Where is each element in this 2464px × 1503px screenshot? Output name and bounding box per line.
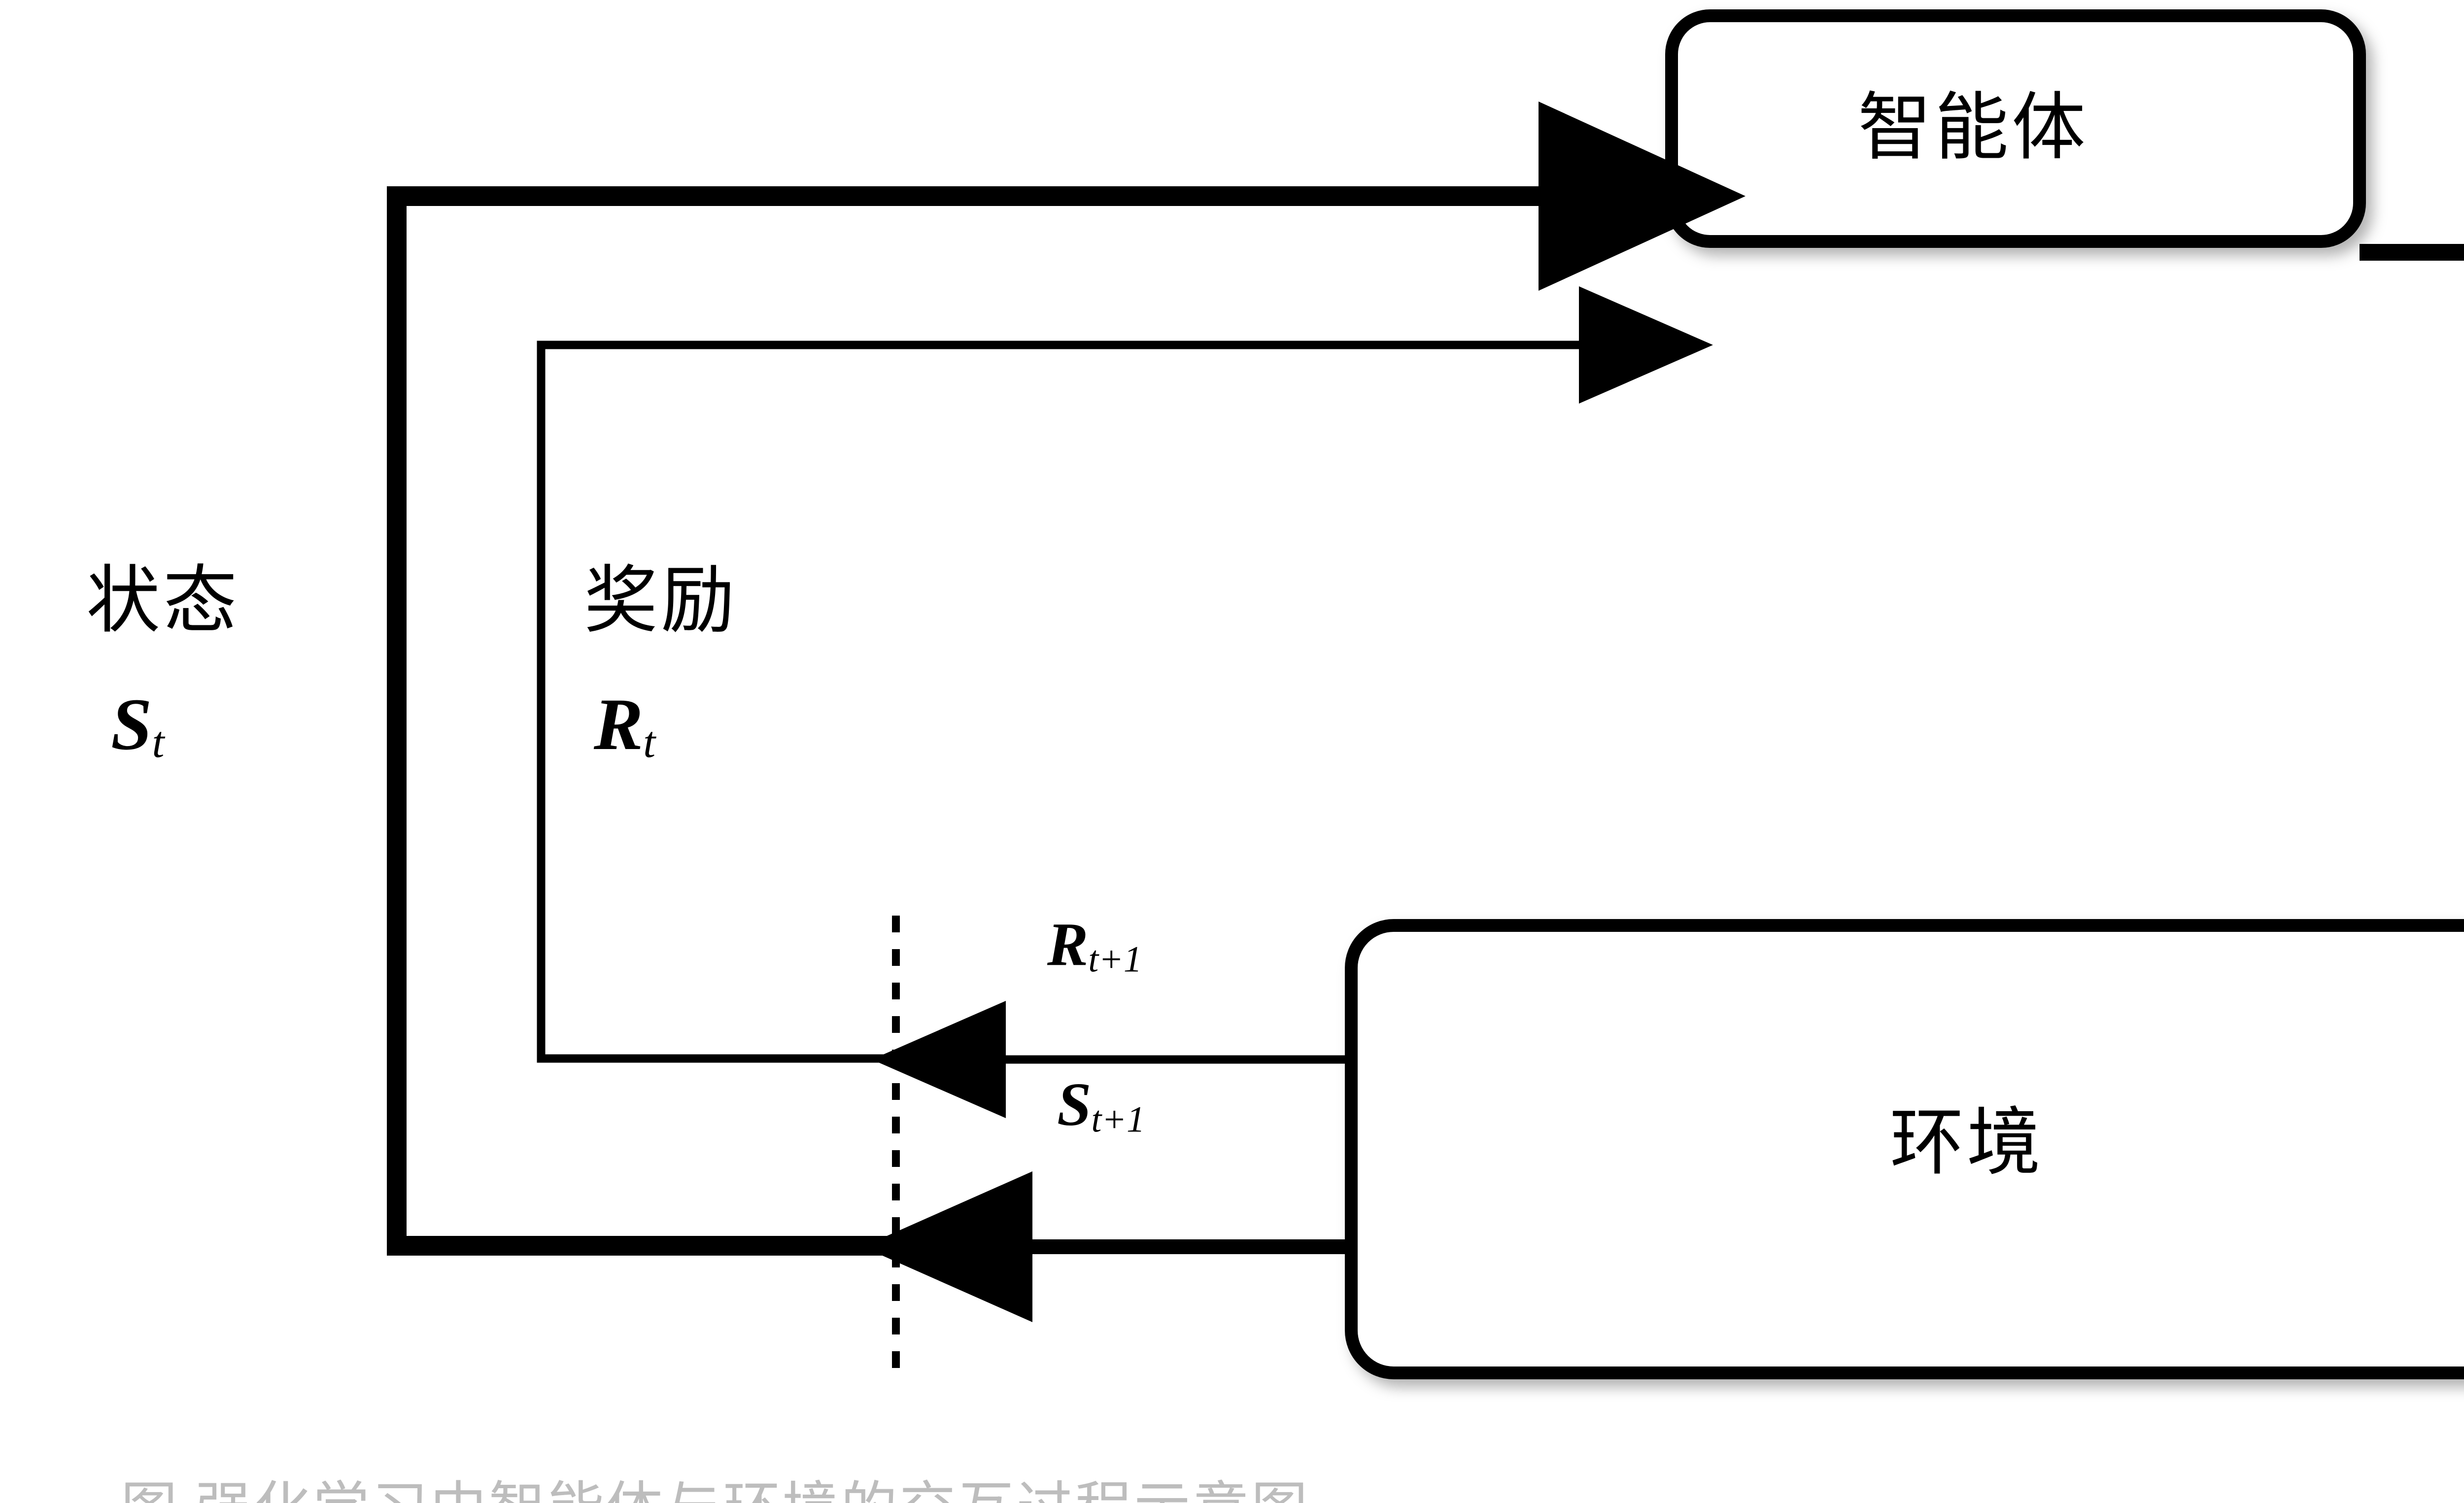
reward-symbol-base: R — [594, 683, 644, 765]
environment-node[interactable] — [1345, 919, 2464, 1379]
state-next-symbol: St+1 — [1057, 1074, 1145, 1138]
state-symbol-base: S — [111, 683, 152, 765]
edge-reward-feedback — [537, 286, 1713, 1063]
state-next-symbol-base: S — [1057, 1071, 1092, 1139]
reward-next-symbol: Rt+1 — [1047, 914, 1142, 978]
reward-next-symbol-base: R — [1047, 911, 1089, 979]
state-label: 状态 — [86, 560, 240, 642]
figure-caption: 图 强化学习中智能体与环境的交互过程示意图 — [121, 1463, 1310, 1503]
environment-label: 环境 — [1890, 1102, 2044, 1184]
reward-symbol-subscript: t — [643, 718, 656, 767]
state-symbol: St — [111, 687, 164, 765]
reward-label: 奖励 — [584, 560, 738, 642]
edge-state-feedback — [387, 102, 1746, 1256]
reward-symbol: Rt — [594, 687, 655, 765]
reward-next-symbol-subscript: t+1 — [1088, 939, 1142, 980]
agent-label: 智能体 — [1858, 87, 2089, 169]
state-next-symbol-subscript: t+1 — [1091, 1099, 1145, 1140]
state-symbol-subscript: t — [152, 718, 165, 767]
